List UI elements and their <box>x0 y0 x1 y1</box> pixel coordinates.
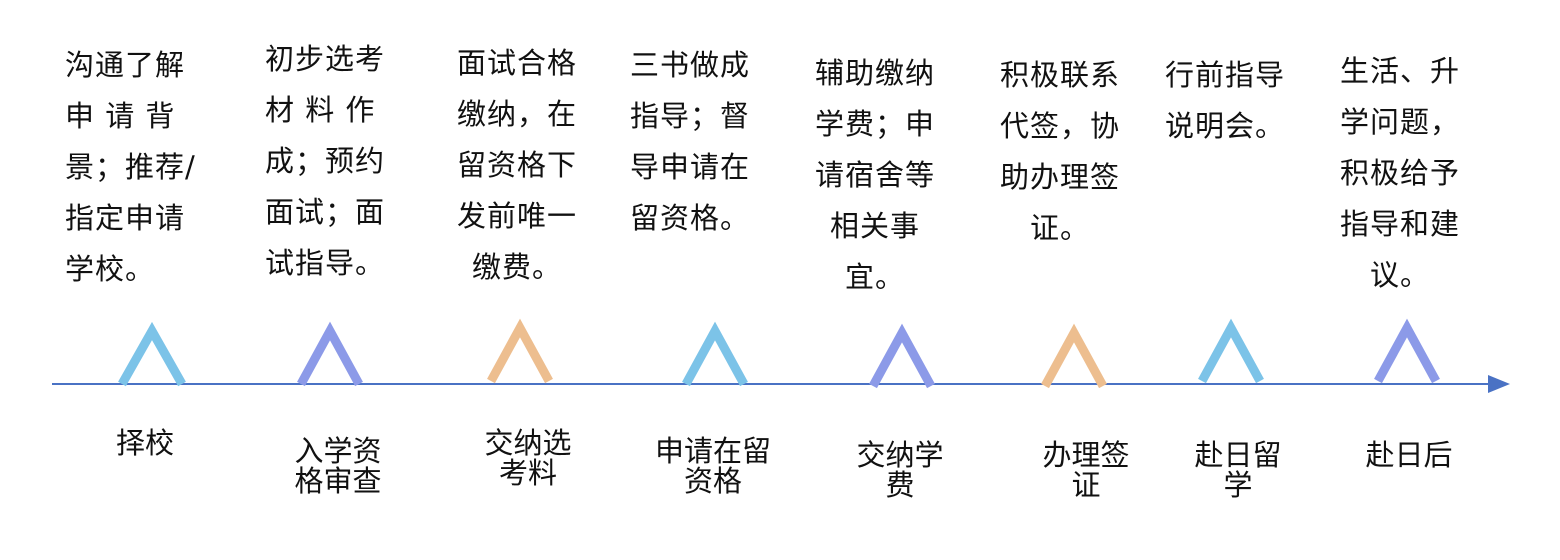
step-4-description: 三书做成 指导；督 导申请在 留资格。 <box>630 48 751 235</box>
step-8-description: 生活、升 学问题， 积极给予 指导和建 议。 <box>1340 54 1461 292</box>
step-marker-5 <box>869 323 935 389</box>
step-3-description: 面试合格 缴纳，在 留资格下 发前唯一 缴费。 <box>457 46 578 284</box>
step-4-label: 申请在留 资格 <box>654 434 771 498</box>
step-2-label: 入学资 格审查 <box>294 434 382 498</box>
step-7-description: 行前指导 说明会。 <box>1165 58 1286 143</box>
step-marker-8 <box>1374 318 1440 384</box>
step-marker-3 <box>487 318 553 384</box>
step-marker-6 <box>1041 323 1107 389</box>
step-5-label: 交纳学 费 <box>856 438 944 502</box>
step-5-description: 辅助缴纳 学费；申 请宿舍等 相关事 宜。 <box>815 56 936 294</box>
step-marker-2 <box>297 321 363 387</box>
timeline-arrowhead <box>1488 375 1510 393</box>
step-6-label: 办理签 证 <box>1042 438 1130 502</box>
step-7-label: 赴日留 学 <box>1194 438 1282 502</box>
step-2-description: 初步选考 材 料 作 成；预约 面试；面 试指导。 <box>265 42 386 280</box>
step-6-description: 积极联系 代签，协 助办理签 证。 <box>1000 58 1121 245</box>
step-1-label: 择校 <box>115 426 174 460</box>
step-3-label: 交纳选 考料 <box>484 426 572 490</box>
step-marker-4 <box>682 321 748 387</box>
step-marker-1 <box>118 321 186 387</box>
step-marker-7 <box>1198 318 1264 384</box>
step-8-label: 赴日后 <box>1365 438 1453 472</box>
step-1-description: 沟通了解 申 请 背 景；推荐/ 指定申请 学校。 <box>65 48 196 286</box>
